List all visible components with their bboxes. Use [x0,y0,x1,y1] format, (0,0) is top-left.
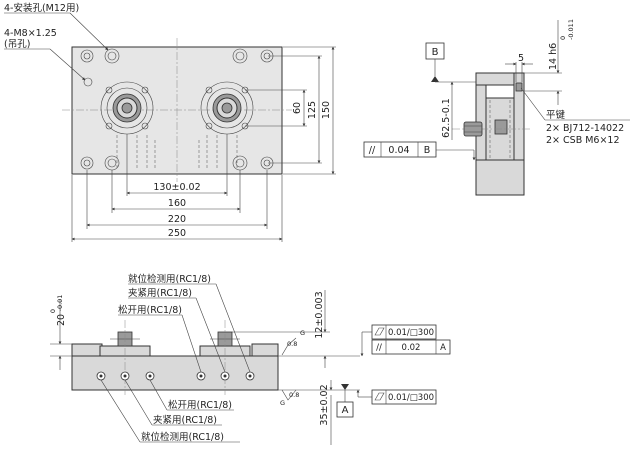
dim-62-5: 62.5-0.1 [441,98,452,138]
side-fitting [463,121,483,137]
key-line1: 2× BJ712-14022 [546,123,624,134]
dim-130: 130±0.02 [153,182,200,193]
callout-lift-holes-thread: 4-M8×1.25 [4,28,57,39]
svg-text:G: G [300,329,305,337]
svg-text:G: G [280,399,285,407]
fcf2-datum: A [440,343,446,353]
port-group [96,371,255,381]
callout-mount-holes: 4-安装孔(M12用) [4,2,79,14]
fcf-flatness-bottom: 0.01/□300 [356,389,437,405]
dim-35: 35±0.02 [319,384,330,425]
datum-b-label: B [432,47,439,58]
fcf-parallel-a: // 0.02 A [371,339,451,355]
dim-150: 150 [321,101,332,119]
dim-250: 250 [168,228,186,239]
key-title: 平键 [546,109,566,121]
callout-lift-holes-note: (吊孔) [4,39,30,50]
port-release-bottom: 松开用(RC1/8) [168,399,232,411]
side-view: B 62.5-0.1 5 14 h6 0 [363,19,630,196]
surface-finish-top: G 0.8 [281,329,305,356]
dim-20-tol-lower: -0.01 [56,295,64,312]
dim-160: 160 [168,198,186,209]
dim-14-tol-lower: -0.011 [567,19,575,40]
fcf-value: 0.04 [388,145,409,156]
dim-14: 14 h6 [548,43,559,70]
fcf-symbol: // [369,145,376,156]
fcf1-value: 0.01/□300 [388,328,434,338]
front-view: 就位检测用(RC1/8) 夹紧用(RC1/8) 松开用(RC1/8) 松开用(R… [49,273,451,445]
surface-finish-top-value: 0.8 [287,340,297,348]
port-release-top: 松开用(RC1/8) [118,304,182,316]
fcf3-value: 0.01/□300 [388,393,434,403]
surface-finish-bottom: G 0.8 [280,389,299,407]
fcf-flatness-top: 0.01/□300 [360,324,437,357]
dim-20: 20 [56,314,67,326]
top-view: 4-安装孔(M12用) 4-M8×1.25 (吊孔) 130±0.02 160 … [4,2,336,242]
dim-5: 5 [518,53,524,64]
dim-125: 125 [307,101,318,119]
fcf2-value: 0.02 [402,343,421,353]
port-clamp-top: 夹紧用(RC1/8) [128,287,192,299]
bottom-base [475,159,525,196]
dim-12: 12±0.003 [314,291,325,338]
port-seat-check-top: 就位检测用(RC1/8) [128,273,211,285]
port-seat-check-bottom: 就位检测用(RC1/8) [141,431,224,443]
fcf-parallel-b: // 0.04 B [363,141,476,161]
key-slot [515,82,523,92]
fcf-datum: B [424,145,431,156]
key-line2: 2× CSB M6×12 [546,135,620,146]
port-clamp-bottom: 夹紧用(RC1/8) [153,414,217,426]
dim-20-tol-upper: 0 [49,309,57,313]
clamp-unit-left [100,81,156,168]
dim-60: 60 [292,102,303,114]
center-bore [494,119,508,135]
datum-a-label: A [342,405,349,416]
dim-14-tol-upper: 0 [559,36,567,40]
front-body [71,355,279,391]
dim-220: 220 [168,214,186,225]
front-key-left [71,343,103,357]
clamp-unit-right [198,81,254,168]
surface-finish-bottom-value: 0.8 [289,391,299,399]
lift-hole-group [80,49,274,170]
fcf2-symbol: // [376,343,382,353]
front-key-right [251,343,279,357]
